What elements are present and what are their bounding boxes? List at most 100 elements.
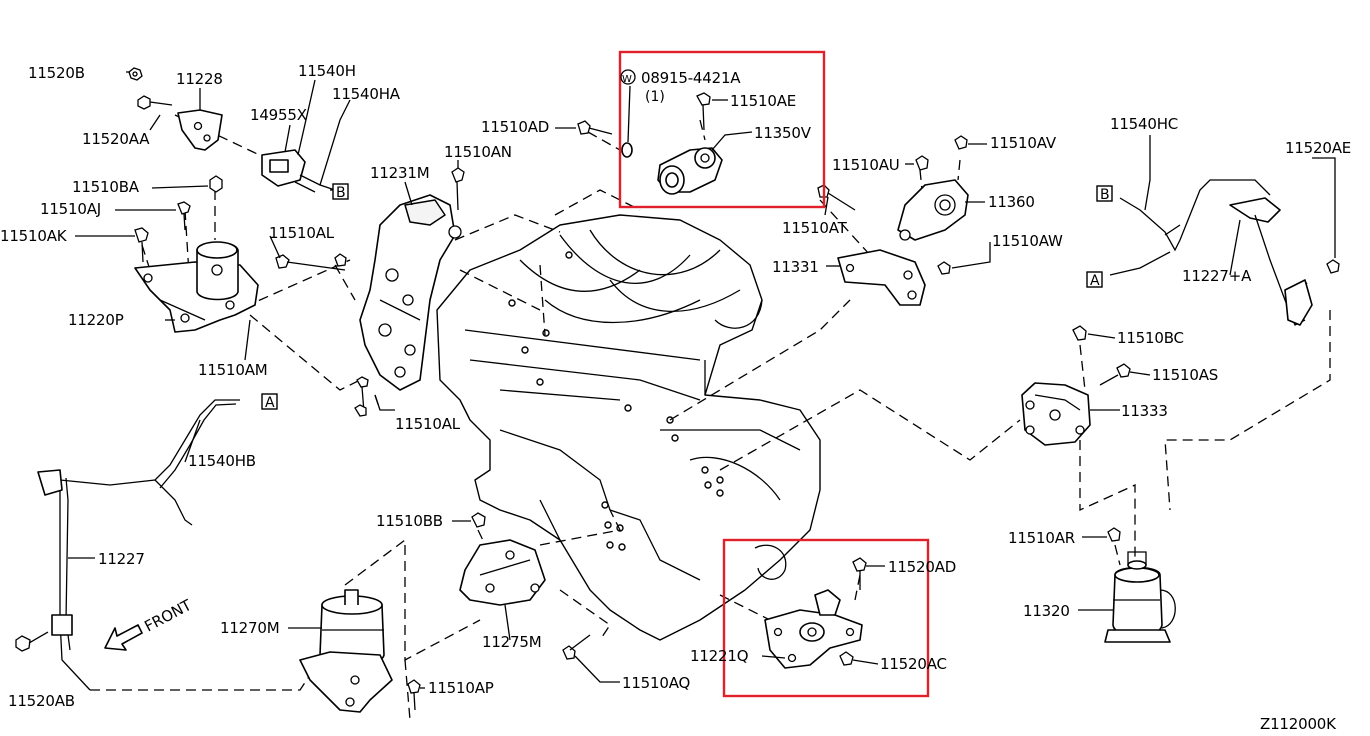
label-11510AV: 11510AV	[990, 134, 1057, 152]
label-11510AE: 11510AE	[730, 92, 796, 110]
bracket-11360	[897, 179, 969, 241]
label-11510AL-lower: 11510AL	[395, 415, 461, 433]
label-11520AA: 11520AA	[82, 130, 150, 148]
label-08915-4421A: 08915-4421A	[641, 69, 741, 87]
label-11221Q: 11221Q	[690, 647, 748, 665]
label-11510AK: 11510AK	[0, 227, 68, 245]
engine-block	[436, 214, 821, 641]
sensor-14955X	[261, 149, 336, 193]
label-14955X: 14955X	[250, 106, 307, 124]
mount-11270M	[299, 589, 393, 713]
label-11510AL-upper: 11510AL	[269, 224, 335, 242]
label-11510AD: 11510AD	[481, 118, 549, 136]
label-11520AD: 11520AD	[888, 558, 956, 576]
front-label: FRONT	[141, 596, 195, 636]
harness-11540HB	[59, 399, 240, 526]
label-11228: 11228	[176, 70, 223, 88]
label-11520AB: 11520AB	[8, 692, 75, 710]
bracket-11227A	[1229, 197, 1313, 326]
label-11227: 11227	[98, 550, 145, 568]
label-11520AC: 11520AC	[880, 655, 947, 673]
marker-B-1: B	[336, 185, 346, 201]
marker-letters: B B A A W	[265, 69, 1110, 411]
label-11540HB: 11540HB	[188, 452, 256, 470]
bolt-11510AJ	[177, 201, 191, 231]
diagram-code: Z112000K	[1260, 715, 1337, 733]
dashed-connectors	[90, 114, 1331, 721]
label-11275M: 11275M	[482, 633, 541, 651]
bolt-11510AP	[407, 679, 421, 711]
front-arrow	[104, 624, 143, 651]
bolt-11510AE	[696, 92, 711, 131]
bolt-11510BA	[209, 175, 223, 193]
bolt-11510AV	[954, 135, 968, 150]
label-11510AW: 11510AW	[992, 232, 1063, 250]
bracket-11228	[177, 109, 223, 151]
bolt-11520AA	[137, 95, 173, 110]
marker-A-2: A	[1090, 273, 1100, 289]
bolt-11510AL-lower	[354, 376, 369, 417]
label-11510AQ: 11510AQ	[622, 674, 690, 692]
label-11520B: 11520B	[28, 64, 85, 82]
label-11331: 11331	[772, 258, 819, 276]
label-08915-qty: (1)	[645, 89, 665, 105]
label-11510BC: 11510BC	[1117, 329, 1184, 347]
washer-08915	[621, 142, 633, 158]
label-11360: 11360	[988, 193, 1035, 211]
label-11270M: 11270M	[220, 619, 279, 637]
mount-11220P	[134, 241, 259, 333]
torque-rod-11350V	[657, 147, 723, 195]
highlight-box-top	[618, 50, 826, 209]
bolt-11510AW	[937, 261, 951, 275]
label-11227A: 11227+A	[1182, 267, 1252, 285]
marker-B-2: B	[1100, 187, 1110, 203]
mount-11333	[1021, 382, 1091, 446]
bolt-11520AB	[15, 631, 49, 652]
label-11510BB: 11510BB	[376, 512, 443, 530]
bolt-11510AS	[1099, 363, 1131, 386]
bolt-11510BC	[1072, 325, 1087, 341]
label-11320: 11320	[1023, 602, 1070, 620]
label-11510AR: 11510AR	[1008, 529, 1075, 547]
label-11510AM: 11510AM	[198, 361, 268, 379]
bolt-11510AD	[577, 120, 613, 135]
washer-symbol-letter: W	[622, 74, 632, 85]
label-11520AE: 11520AE	[1285, 139, 1351, 157]
label-box-A-1	[261, 393, 278, 410]
label-11540H: 11540H	[298, 62, 356, 80]
bolt-11510AL-upper	[275, 253, 347, 271]
label-11540HA: 11540HA	[332, 85, 401, 103]
bolt-11520AC	[839, 651, 854, 666]
mount-11320	[1104, 551, 1176, 643]
label-11220P: 11220P	[68, 311, 124, 329]
label-11510AP: 11510AP	[428, 679, 494, 697]
label-11510AT: 11510AT	[782, 219, 848, 237]
label-11510AJ: 11510AJ	[40, 200, 101, 218]
label-11510AU: 11510AU	[832, 156, 900, 174]
bolt-11510AR	[1107, 527, 1121, 542]
bolt-11510AN	[451, 167, 465, 211]
bolt-11510AK	[134, 227, 149, 263]
label-11540HC: 11540HC	[1110, 115, 1178, 133]
leader-lines	[68, 71, 1336, 689]
bracket-11331	[837, 249, 926, 306]
bolt-11520AE	[1326, 259, 1340, 274]
bolt-11520AD	[852, 557, 867, 590]
bracket-11275M	[459, 539, 546, 606]
washer-symbol-circle	[620, 69, 636, 85]
bolt-11510AU	[915, 155, 929, 171]
bolt-11520B	[128, 67, 143, 81]
label-11510AN: 11510AN	[444, 143, 512, 161]
label-box-B-2	[1096, 185, 1113, 202]
bolt-11510AQ	[562, 634, 591, 660]
marker-A-1: A	[265, 395, 275, 411]
label-11510AS: 11510AS	[1152, 366, 1218, 384]
highlight-box-bottom	[722, 538, 930, 698]
label-11350V: 11350V	[754, 124, 812, 142]
label-11333: 11333	[1121, 402, 1168, 420]
bracket-11227	[37, 469, 91, 691]
label-11510BA: 11510BA	[72, 178, 140, 196]
label-box-A-2	[1086, 271, 1103, 288]
